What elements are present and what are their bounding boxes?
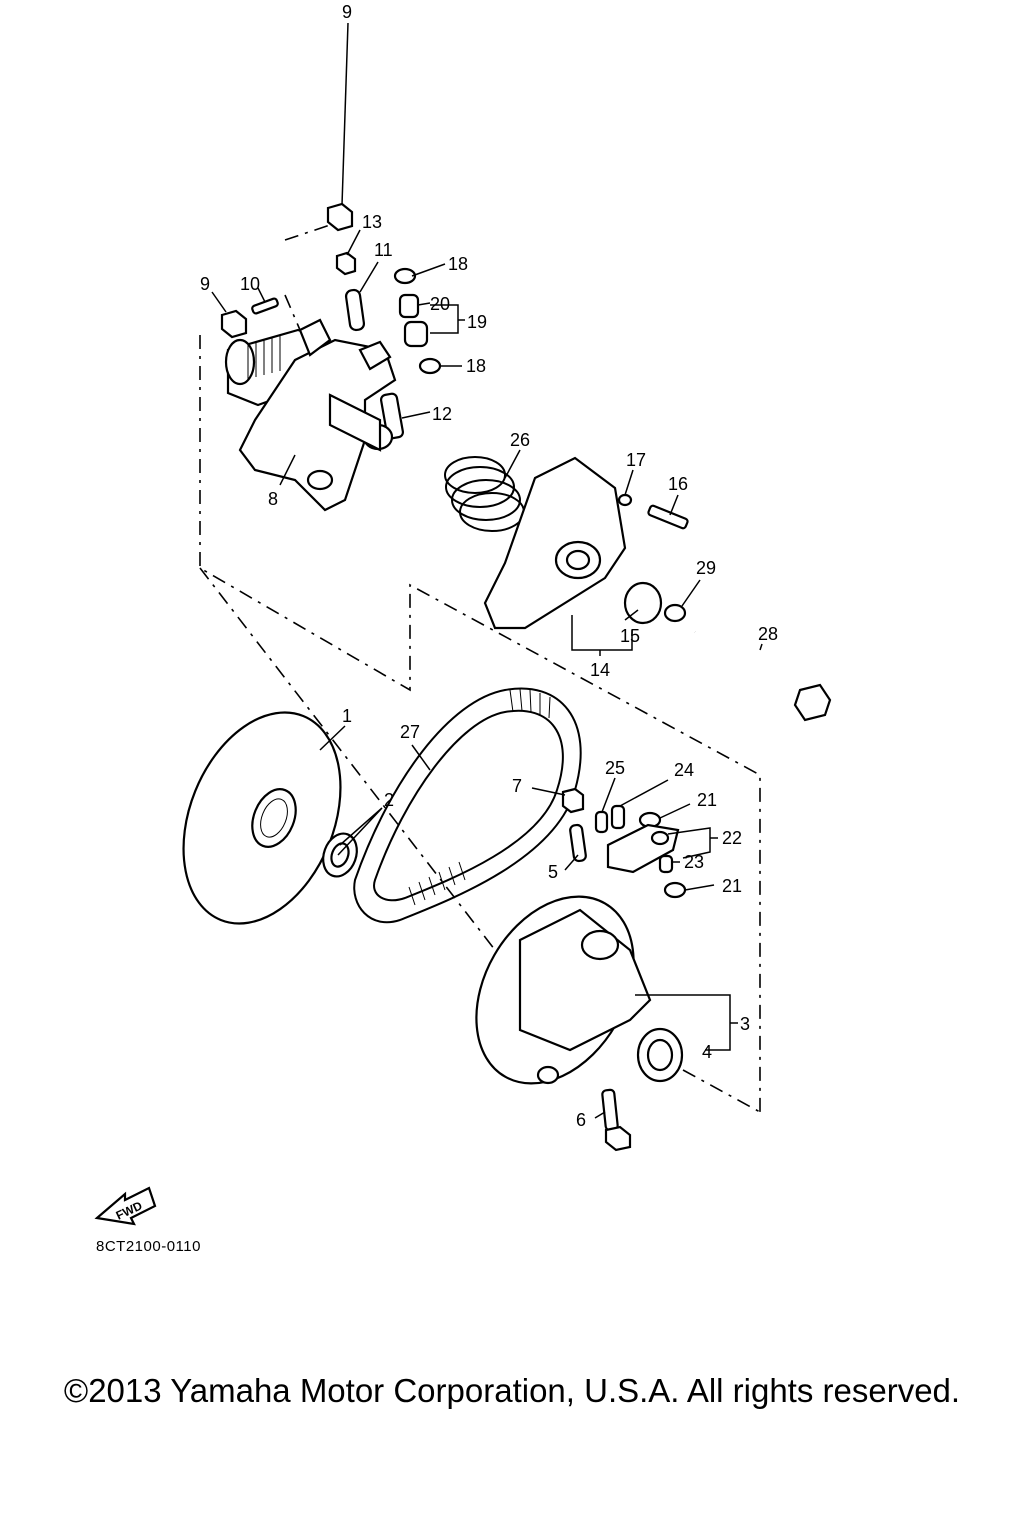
- drive-belt-part: [353, 687, 582, 924]
- callout-22: 22: [722, 828, 742, 848]
- callout-27: 27: [400, 722, 420, 742]
- callout-12: 12: [432, 404, 452, 424]
- callout-1: 1: [342, 706, 352, 726]
- callout-4: 4: [702, 1042, 712, 1062]
- callout-18b: 18: [466, 356, 486, 376]
- callout-18a: 18: [448, 254, 468, 274]
- callout-13: 13: [362, 212, 382, 232]
- fixed-sheave-part: [182, 711, 342, 925]
- long-bolt-part: [693, 629, 832, 722]
- callout-5: 5: [548, 862, 558, 882]
- callout-labels: 9 13 11 18 20 19 18 12 9 10 8 26 17 16 2…: [200, 2, 778, 1130]
- callout-23: 23: [684, 852, 704, 872]
- callout-17: 17: [626, 450, 646, 470]
- callout-26: 26: [510, 430, 530, 450]
- callout-16: 16: [668, 474, 688, 494]
- callout-9b: 9: [200, 274, 210, 294]
- diagram-code: 8CT2100-0110: [96, 1238, 201, 1255]
- callout-11: 11: [374, 240, 393, 260]
- lower-small-parts: [561, 787, 687, 899]
- callout-21b: 21: [722, 876, 742, 896]
- callout-6: 6: [576, 1110, 586, 1130]
- callout-19: 19: [467, 312, 487, 332]
- callout-3: 3: [740, 1014, 750, 1034]
- cover-part: [483, 456, 689, 630]
- forward-arrow-icon: FWD: [94, 1186, 157, 1226]
- leader-lines: [211, 22, 763, 1119]
- callout-7: 7: [512, 776, 522, 796]
- callout-9a: 9: [342, 2, 352, 22]
- callout-15: 15: [620, 626, 640, 646]
- assembly-guide-lines: [199, 224, 761, 1113]
- copyright-notice: ©2013 Yamaha Motor Corporation, U.S.A. A…: [63, 1372, 961, 1409]
- callout-10: 10: [240, 274, 260, 294]
- spring-part: [444, 456, 525, 532]
- movable-sheave-part: [475, 895, 684, 1152]
- callout-2: 2: [384, 790, 394, 810]
- callout-14: 14: [590, 660, 610, 680]
- callout-24: 24: [674, 760, 694, 780]
- callout-28: 28: [758, 624, 778, 644]
- spider-hub-part: [224, 318, 397, 512]
- callout-21a: 21: [697, 790, 717, 810]
- callout-8: 8: [268, 489, 278, 509]
- callout-29: 29: [696, 558, 716, 578]
- callout-25: 25: [605, 758, 625, 778]
- callout-20: 20: [430, 294, 450, 314]
- exploded-parts-diagram: FWD 9 13 11 18 20 19 18 12 9 10 8 26 17 …: [94, 2, 832, 1226]
